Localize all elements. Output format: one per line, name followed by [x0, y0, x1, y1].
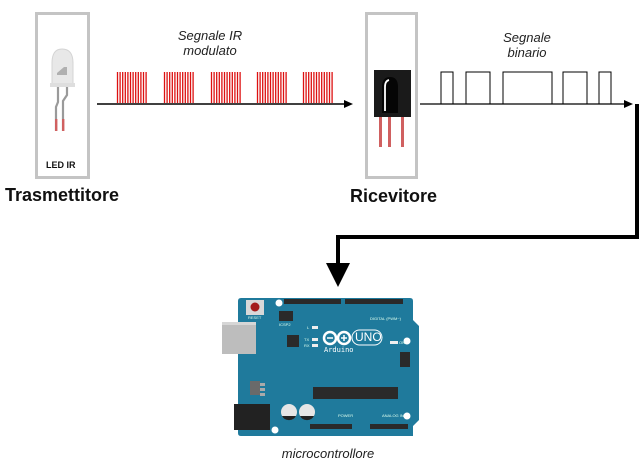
led-ir-label: LED IR	[46, 160, 76, 170]
binary-caption-line1: Segnale	[503, 30, 551, 45]
power-header	[310, 424, 352, 429]
ir-receiver-icon	[374, 70, 411, 147]
board-pcb	[238, 298, 419, 436]
digital-label: DIGITAL (PWM~)	[370, 316, 401, 321]
binary-pulse	[598, 71, 612, 104]
binary-signal	[420, 71, 633, 108]
ir-led-icon	[50, 48, 75, 131]
reset-label: RESET	[248, 315, 262, 320]
transmitter-title: Trasmettitore	[5, 185, 120, 205]
binary-signal-caption: Segnale binario	[487, 30, 567, 60]
ir-burst	[302, 72, 333, 103]
receiver-title: Ricevitore	[350, 186, 438, 206]
uno-logo-text: UNO	[355, 330, 382, 344]
analog-header	[370, 424, 408, 429]
binary-pulse	[502, 71, 553, 104]
connector-line	[336, 104, 639, 264]
arduino-brand-text: Arduino	[324, 346, 354, 354]
binary-signal-arrowhead	[624, 100, 633, 108]
binary-pulse	[440, 71, 454, 104]
ir-burst	[256, 72, 287, 103]
icsp2-label: ICSP2	[279, 322, 291, 327]
ir-burst	[210, 72, 241, 103]
modulated-signal	[97, 72, 353, 108]
usb-port	[222, 322, 256, 354]
digital-header-left	[284, 299, 341, 304]
rx-label: RX	[304, 343, 310, 348]
usb-chip	[287, 335, 299, 347]
analog-label: ANALOG IN	[382, 413, 404, 418]
microcontroller-caption: microcontrollore	[281, 446, 375, 461]
modulated-signal-arrowhead	[344, 100, 353, 108]
binary-pulse	[465, 71, 491, 104]
atmega-chip	[313, 387, 398, 399]
digital-header-right	[345, 299, 403, 304]
modulated-signal-caption: Segnale IR modulato	[160, 28, 260, 58]
power-jack	[234, 404, 270, 430]
on-label: ON	[399, 340, 405, 345]
ir-burst	[116, 72, 147, 103]
tx-label: TX	[304, 337, 310, 342]
connector-arrowhead	[326, 263, 350, 287]
arduino-logo-icon	[322, 329, 383, 346]
modulated-caption-line2: modulato	[183, 43, 237, 58]
led-l-label: L	[307, 325, 310, 330]
power-label: POWER	[338, 413, 354, 418]
voltage-regulator	[250, 381, 260, 395]
modulated-caption-line1: Segnale IR	[177, 28, 243, 43]
icsp2-header	[279, 311, 293, 321]
icsp-header	[400, 352, 410, 367]
receiver-box	[365, 12, 418, 179]
transmitter-box: LED IR	[35, 12, 90, 179]
binary-caption-line2: binario	[507, 45, 547, 60]
ir-burst	[163, 72, 194, 103]
binary-pulse	[562, 71, 588, 104]
